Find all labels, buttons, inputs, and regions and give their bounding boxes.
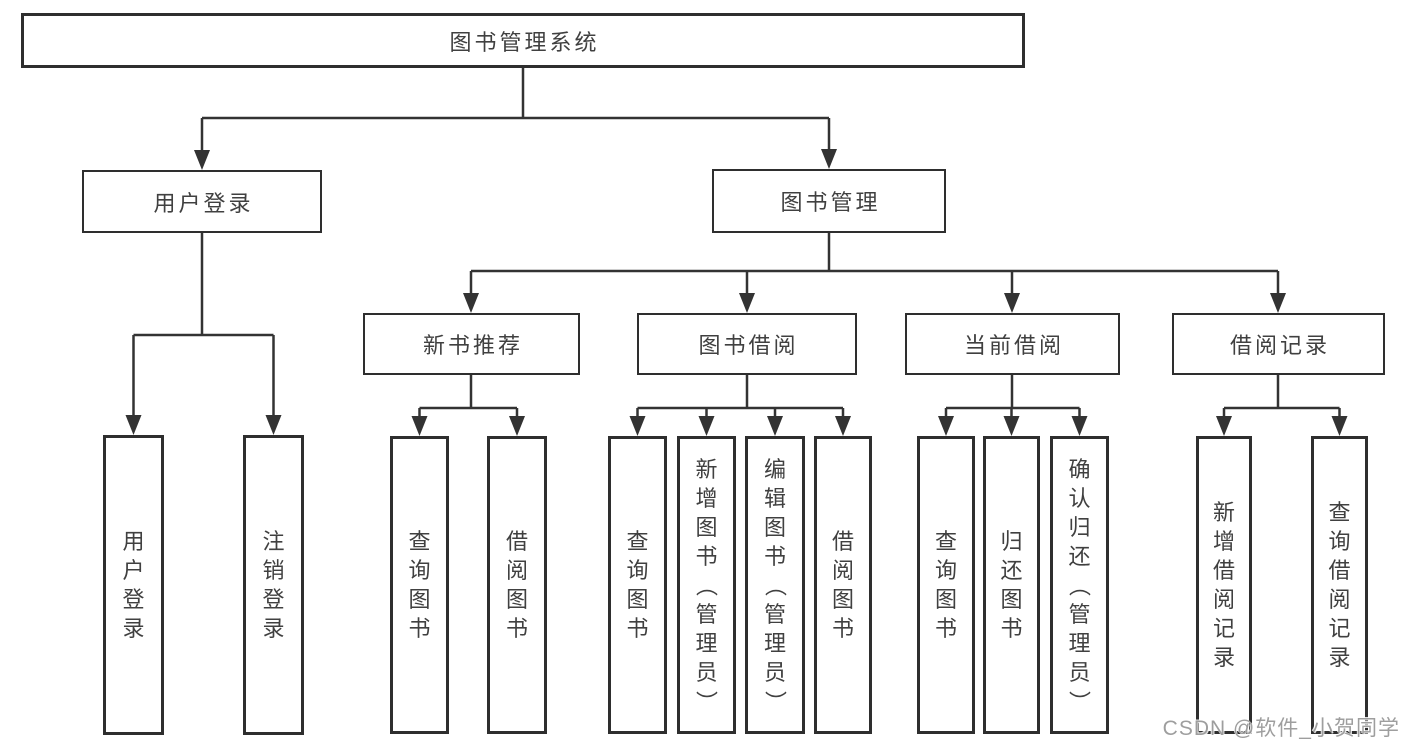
leaf-newbooks-query-books: 查询图书 [390,436,449,734]
leaf-borrow-query-books-label: 查询图书 [626,529,649,641]
leaf-newbooks-query-books-label: 查询图书 [408,529,431,641]
leaf-records-add-record-label: 新增借阅记录 [1212,500,1235,670]
node-user-login: 用户登录 [82,170,322,233]
leaf-borrow-borrow-books-label: 借阅图书 [831,529,854,641]
leaf-logout-label: 注销登录 [262,529,285,641]
node-current-borrowing-label: 当前借阅 [963,333,1064,358]
leaf-user-login-label: 用户登录 [122,529,145,641]
node-borrowing-records-label: 借阅记录 [1229,333,1330,358]
leaf-records-query-record-label: 查询借阅记录 [1328,500,1351,670]
node-user-login-label: 用户登录 [153,190,254,216]
node-book-borrowing: 图书借阅 [637,313,857,375]
leaf-newbooks-borrow-books-label: 借阅图书 [505,529,528,641]
node-new-book-recommend-label: 新书推荐 [422,333,523,358]
leaf-newbooks-borrow-books: 借阅图书 [487,436,547,734]
leaf-logout: 注销登录 [243,435,304,735]
leaf-borrow-edit-books-admin-label: 编辑图书（管理员） [762,456,788,713]
leaf-borrow-borrow-books: 借阅图书 [814,436,872,734]
node-root-label: 图书管理系统 [449,29,600,55]
leaf-records-add-record: 新增借阅记录 [1196,436,1252,734]
leaf-current-confirm-return-admin-label: 确认归还（管理员） [1066,456,1092,713]
node-current-borrowing: 当前借阅 [905,313,1120,375]
node-book-management: 图书管理 [712,169,946,233]
leaf-borrow-query-books: 查询图书 [608,436,667,734]
leaf-borrow-add-books-admin-label: 新增图书（管理员） [693,456,719,713]
leaf-current-return-books: 归还图书 [983,436,1040,734]
node-root: 图书管理系统 [21,13,1025,68]
node-book-management-label: 图书管理 [780,190,881,215]
leaf-records-query-record: 查询借阅记录 [1311,436,1368,734]
node-borrowing-records: 借阅记录 [1172,313,1385,375]
leaf-borrow-add-books-admin: 新增图书（管理员） [677,436,736,734]
leaf-current-confirm-return-admin: 确认归还（管理员） [1050,436,1109,734]
node-book-borrowing-label: 图书借阅 [698,333,799,358]
leaf-current-query-books-label: 查询图书 [934,529,957,641]
leaf-current-query-books: 查询图书 [917,436,975,734]
leaf-borrow-edit-books-admin: 编辑图书（管理员） [745,436,805,734]
node-new-book-recommend: 新书推荐 [363,313,580,375]
csdn-watermark: CSDN @软件_小贺同学 [1162,717,1400,740]
leaf-user-login: 用户登录 [103,435,164,735]
leaf-current-return-books-label: 归还图书 [1000,529,1023,641]
